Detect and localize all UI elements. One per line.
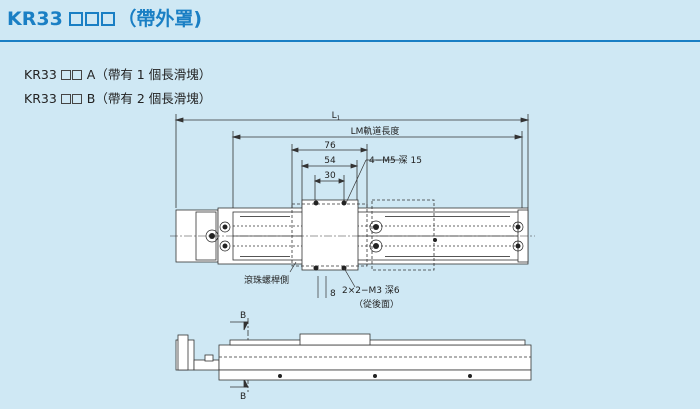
dim-8-label: 8 — [330, 289, 336, 299]
dim-76-label: 76 — [324, 141, 336, 151]
variant-a-label: KR33 A（帶有 1 個長滑塊） — [24, 64, 211, 83]
variant-b-model: KR33 — [24, 91, 57, 106]
dim-l1-label: L1 — [332, 111, 341, 122]
placeholder-box — [60, 94, 71, 104]
title-placeholder-box — [101, 12, 116, 26]
bottom-tap-label: 2×2−M3 深6 — [342, 285, 400, 296]
title-placeholder-box — [69, 12, 84, 26]
tap-note-label: 4−M5 深 15 — [369, 155, 422, 166]
dim-54-label: 54 — [324, 156, 336, 166]
page-title: KR33 （帶外罩) — [7, 4, 202, 31]
placeholder-box — [71, 94, 82, 104]
title-variant: （帶外罩) — [117, 8, 203, 30]
title-placeholder-box — [85, 12, 100, 26]
variant-b-desc: B（帶有 2 個長滑塊） — [86, 91, 212, 106]
dim-30-label: 30 — [324, 171, 336, 181]
header-divider — [0, 40, 700, 42]
variant-a-desc: A（帶有 1 個長滑塊） — [86, 67, 212, 82]
placeholder-box — [71, 70, 82, 80]
variant-a-model: KR33 — [24, 67, 57, 82]
section-b-bottom-label: B — [240, 392, 246, 402]
header-bar: KR33 （帶外罩) — [0, 0, 700, 41]
placeholder-box — [60, 70, 71, 80]
from-back-label: （從後面） — [354, 298, 399, 310]
dim-rail-label: LM軌道長度 — [351, 125, 400, 137]
ballscrew-side-label: 滾珠螺桿側 — [244, 274, 289, 286]
section-b-top-label: B — [240, 311, 246, 321]
title-model: KR33 — [7, 8, 63, 30]
variant-b-label: KR33 B（帶有 2 個長滑塊） — [24, 88, 211, 107]
